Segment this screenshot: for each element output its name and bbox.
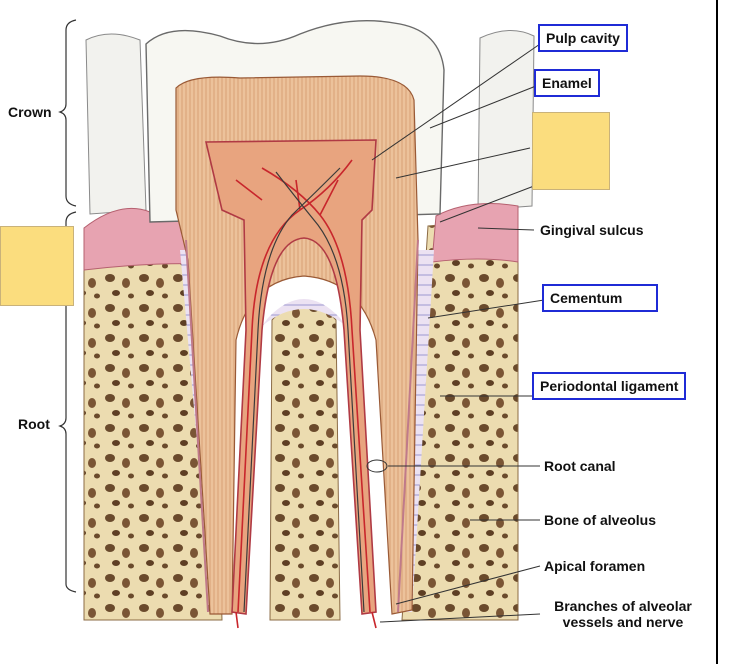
label-pulp-cavity: Pulp cavity	[538, 24, 628, 52]
label-branches-line1: Branches of alveolar	[554, 598, 692, 614]
blank-label-box-left[interactable]	[0, 226, 74, 306]
label-bone-of-alveolus: Bone of alveolus	[544, 512, 657, 528]
label-crown: Crown	[8, 104, 52, 120]
right-border-line	[716, 0, 718, 664]
label-periodontal-ligament: Periodontal ligament	[532, 372, 687, 400]
label-apical-foramen: Apical foramen	[544, 558, 646, 574]
label-root: Root	[18, 416, 50, 432]
label-enamel: Enamel	[534, 69, 600, 97]
label-cementum: Cementum	[542, 284, 658, 312]
label-branches-alveolar: Branches of alveolar vessels and nerve	[540, 598, 706, 630]
label-root-canal: Root canal	[544, 458, 616, 474]
label-branches-line2: vessels and nerve	[562, 614, 684, 630]
label-gingival-sulcus: Gingival sulcus	[540, 222, 644, 238]
blank-label-box-right[interactable]	[532, 112, 610, 190]
